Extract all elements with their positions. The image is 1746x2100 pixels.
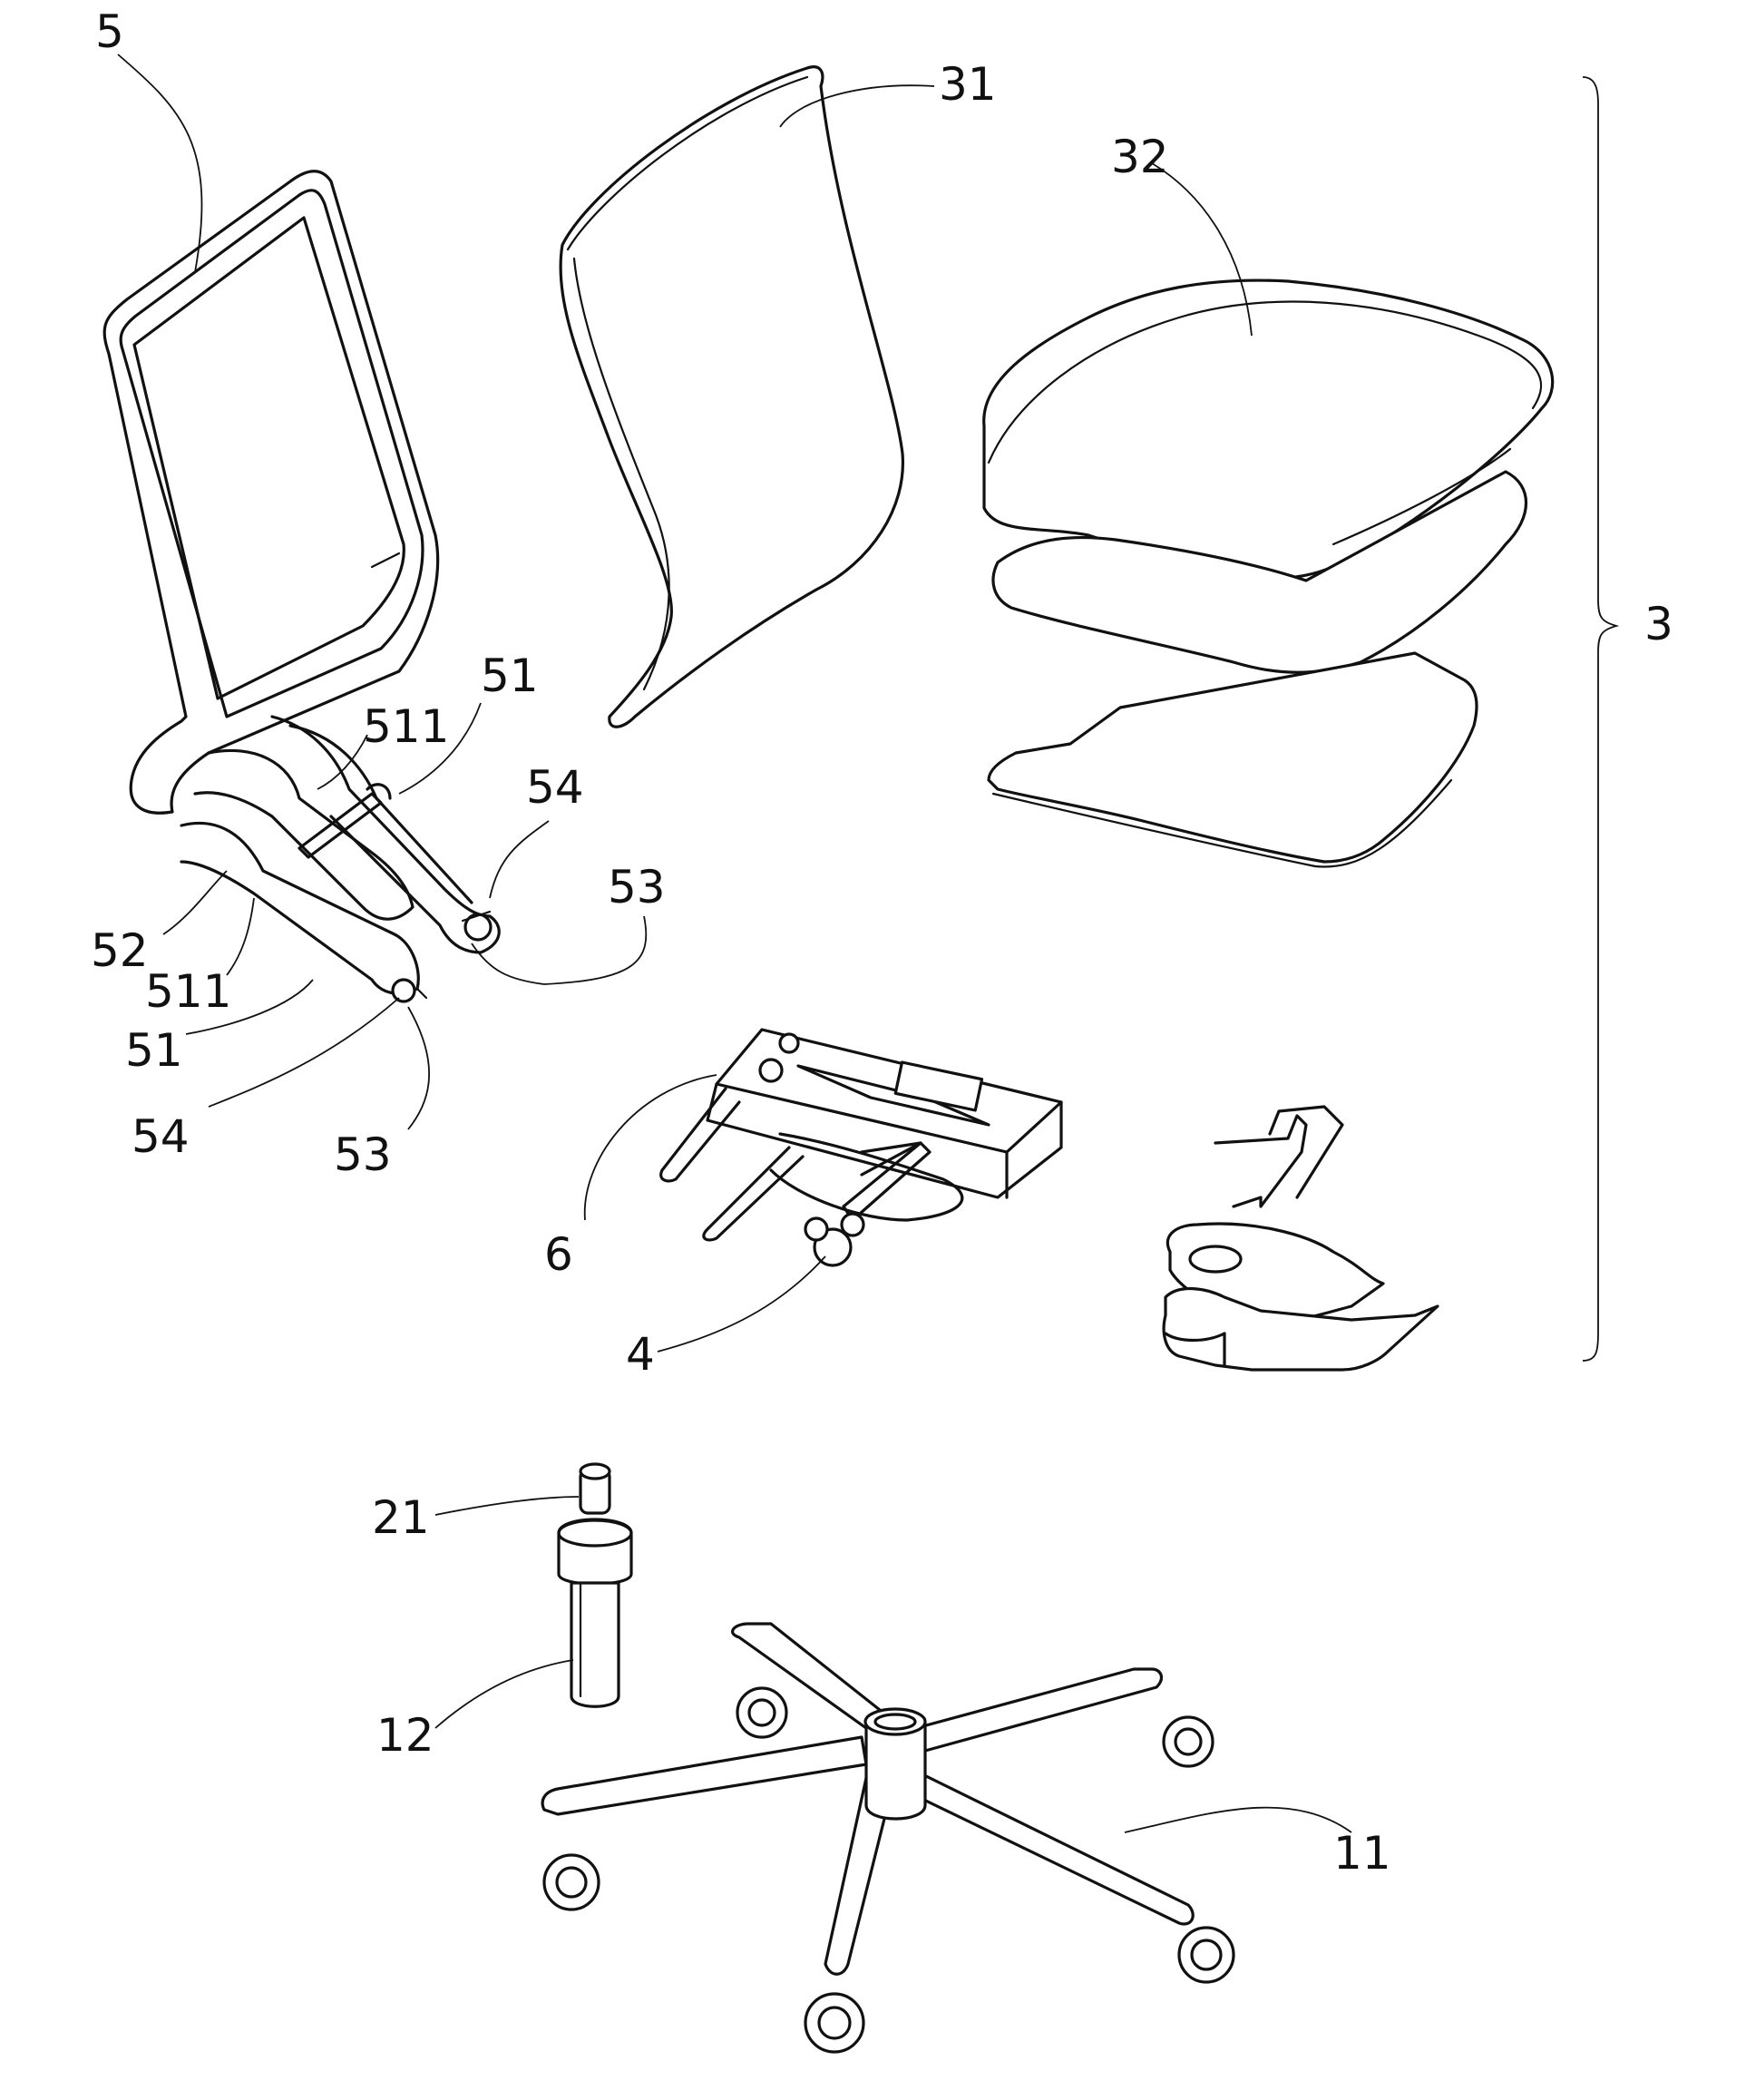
label-21: 21 [372,1491,430,1544]
label-54-lower: 54 [132,1110,190,1163]
label-4: 4 [626,1328,655,1381]
support-arms [181,717,499,1001]
label-12: 12 [376,1709,434,1762]
label-52: 52 [91,924,149,977]
label-6: 6 [544,1228,573,1281]
label-11: 11 [1333,1827,1391,1880]
label-53-upper: 53 [608,861,666,913]
label-5: 5 [95,5,124,58]
label-511-upper: 511 [363,700,449,753]
label-51-upper: 51 [481,650,539,702]
label-511-lower: 511 [145,965,231,1018]
gas-cylinder [559,1464,631,1706]
label-54-upper: 54 [526,761,584,814]
star-base [542,1624,1234,2052]
side-brackets [1164,1107,1438,1370]
label-32: 32 [1111,131,1169,183]
group-3-bracket [1583,77,1616,1361]
label-31: 31 [939,58,997,111]
back-pad [561,67,902,728]
reference-labels: 5 31 32 3 51 511 54 53 52 511 51 54 53 6… [91,5,1673,1880]
label-51-lower: 51 [125,1024,183,1077]
label-53-lower: 53 [334,1128,392,1181]
label-3: 3 [1644,598,1673,650]
seat-cushion [984,280,1553,866]
tilt-mechanism [661,1030,1061,1265]
